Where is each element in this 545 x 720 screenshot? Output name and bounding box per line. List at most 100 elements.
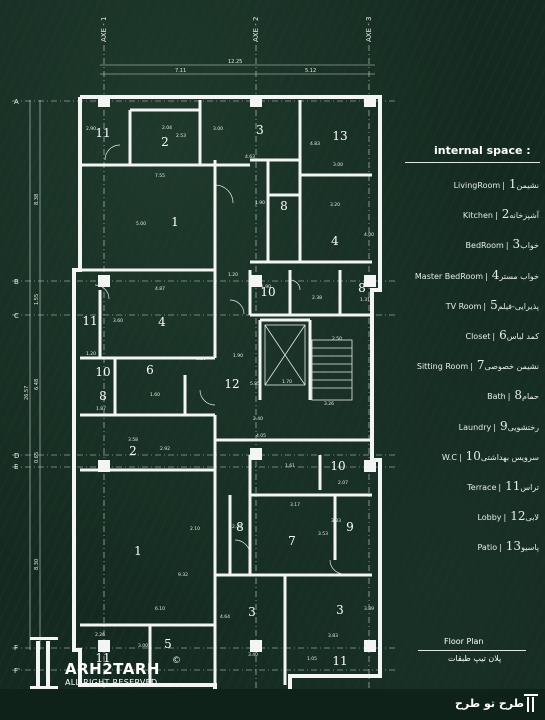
room-number: 3 <box>256 123 264 137</box>
dim-label: 2.07 <box>338 480 348 486</box>
legend-separator: | <box>505 241 509 251</box>
legend-item: Kitchen|آشپزخانه2 <box>389 207 539 221</box>
legend-item-persian: نشیمن خصوصی <box>484 362 539 372</box>
legend-item-number: 1 <box>508 177 517 191</box>
dim-label: 1.90 <box>261 284 271 290</box>
dim-label: 3.20 <box>330 202 340 208</box>
brand-name: ARH2TARH <box>65 660 160 678</box>
room-number: 11 <box>332 654 347 668</box>
side-dim-3: 6.48 <box>34 379 40 390</box>
room-number: 5 <box>164 637 172 651</box>
legend-item-persian: سرویس بهداشتی <box>480 452 539 462</box>
legend-underline <box>405 162 540 163</box>
legend-item-persian: لابی <box>525 513 539 523</box>
legend-item: W.C|سرویس بهداشتی10 <box>389 449 539 463</box>
legend-item: BedRoom|خواب3 <box>389 237 539 251</box>
legend-item-english: BedRoom <box>465 241 504 251</box>
dim-label: 3.39 <box>364 606 374 612</box>
dim-label: 3.40 <box>248 652 258 658</box>
legend-item-number: 9 <box>499 418 508 433</box>
room-number: 3 <box>248 605 256 619</box>
legend-item: LivingRoom|نشیمن1 <box>389 177 539 191</box>
side-dim-2: 1.55 <box>34 294 40 305</box>
dim-left: 7.11 <box>175 68 186 74</box>
dim-label: 1.90 <box>255 200 265 206</box>
dim-label: 2.53 <box>176 133 186 139</box>
legend-item-english: Patio <box>477 543 498 553</box>
dim-label: 3.58 <box>128 437 138 443</box>
dim-label: 3.17 <box>290 502 300 508</box>
dim-label: 1.87 <box>96 406 106 412</box>
legend-item-number: 2 <box>501 207 510 222</box>
legend-separator: | <box>492 332 496 341</box>
floor-plan-divider <box>418 650 526 651</box>
legend-separator: | <box>498 483 502 492</box>
row-label-d: D <box>14 452 19 460</box>
dim-label: 3.00 <box>213 126 223 132</box>
room-number: 4 <box>158 315 166 329</box>
side-dim-5: 8.30 <box>34 559 40 570</box>
legend-item-number: 11 <box>505 479 521 493</box>
brand-logo <box>30 637 58 689</box>
floor-plan-title: Floor Plan <box>444 637 484 646</box>
legend-item-number: 10 <box>465 448 481 463</box>
room-number: 10 <box>260 285 275 299</box>
dim-label: 2.45 <box>232 524 242 530</box>
legend-item-english: Closet <box>465 332 491 341</box>
room-number: 7 <box>288 534 296 548</box>
room-number: 11 <box>95 126 110 140</box>
legend-item-persian: آشپزخانه <box>509 211 539 221</box>
legend-item-number: 8 <box>514 388 523 403</box>
dim-label: 5.85 <box>250 381 260 387</box>
stair-core <box>264 324 353 401</box>
legend-item-number: 13 <box>505 539 522 554</box>
dim-label: 1.31 <box>360 297 370 303</box>
legend-item-english: Master BedRoom <box>414 271 484 281</box>
legend-item: Laundry|رختشویی9 <box>389 419 539 433</box>
dim-label: 3.83 <box>331 518 341 524</box>
footer-text: طرح تو طرح <box>455 697 524 710</box>
legend-item-persian: خواب <box>520 241 539 251</box>
dim-total: 12.25 <box>228 59 242 65</box>
legend-item-english: W.C <box>441 452 457 462</box>
dim-label: 2.26 <box>95 632 105 638</box>
legend-item-persian: پاسیو <box>521 543 539 553</box>
dim-label: 4.83 <box>310 141 320 147</box>
legend-item: Closet|کمد لباس6 <box>389 328 539 342</box>
legend-item-english: Kitchen <box>462 211 493 221</box>
room-number: 6 <box>146 363 154 377</box>
room-number: 2 <box>161 135 169 149</box>
room-number: 12 <box>224 377 239 391</box>
dim-label: 3.60 <box>113 318 123 324</box>
room-number: 9 <box>346 520 354 534</box>
axis-label-1: AXE - 1 <box>100 17 108 42</box>
dim-right: 5.12 <box>305 68 316 74</box>
dim-label: 2.10 <box>190 526 200 532</box>
room-number: 11 <box>95 651 110 665</box>
legend-item-number: 7 <box>476 358 485 373</box>
side-dim-total: 26.57 <box>24 386 30 400</box>
legend-item-number: 12 <box>510 509 526 524</box>
dim-label: 2.90 <box>86 126 96 132</box>
legend-item: TV Room|پذیرایی-فیلم5 <box>389 298 539 312</box>
legend-item-english: Laundry <box>458 422 492 432</box>
structural-columns <box>98 95 376 652</box>
legend-separator: | <box>493 422 496 432</box>
dim-label: 6.10 <box>155 606 165 612</box>
room-number: 10 <box>95 365 110 379</box>
dim-label: 1.05 <box>307 656 317 662</box>
dim-label: 1.61 <box>285 463 295 469</box>
dim-label: 1.60 <box>150 392 160 398</box>
legend-title: internal space : <box>434 144 531 157</box>
outer-walls <box>72 95 382 690</box>
dim-label: 2.04 <box>162 125 172 131</box>
footer-bar <box>0 689 545 720</box>
legend-item-number: 6 <box>499 328 507 342</box>
dim-label: 1.20 <box>196 356 206 362</box>
dim-label: 3.26 <box>324 401 334 407</box>
legend-item: Sitting Room|نشیمن خصوصی7 <box>389 358 539 372</box>
legend-item-english: Bath <box>487 392 506 402</box>
dim-label: 1.90 <box>233 353 243 359</box>
legend-item-persian: پذیرایی-فیلم <box>497 301 539 311</box>
